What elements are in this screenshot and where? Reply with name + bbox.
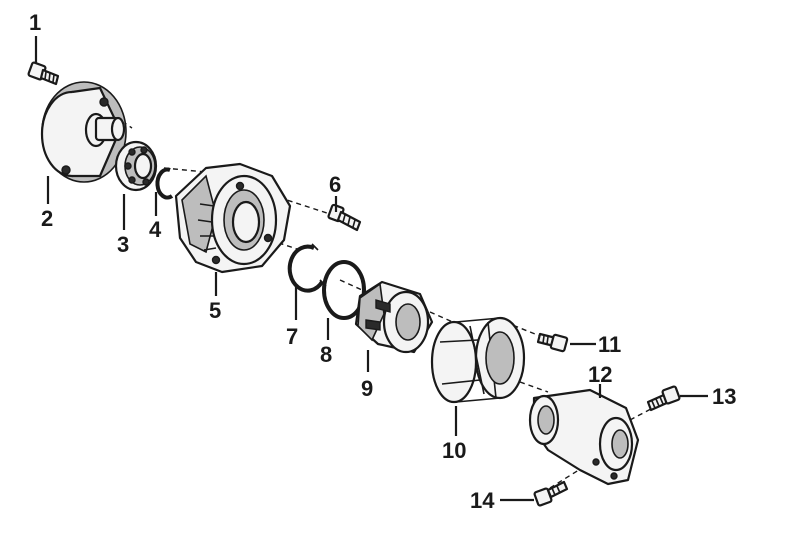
part-5-housing	[174, 162, 292, 274]
part-8-o-ring	[322, 260, 366, 320]
callout-5: 5	[209, 298, 221, 323]
part-6-screw	[327, 203, 362, 232]
part-1-screw	[27, 61, 60, 86]
callout-4: 4	[149, 217, 162, 242]
part-4-snap-ring	[155, 167, 174, 200]
part-14-screw	[533, 480, 569, 507]
callout-11: 11	[598, 332, 621, 357]
callout-9: 9	[361, 376, 373, 401]
part-12-end-housing	[528, 388, 640, 486]
part-10-cage	[430, 316, 526, 404]
part-2-end-cap	[40, 81, 127, 183]
callout-7: 7	[286, 324, 298, 349]
callout-13: 13	[712, 384, 736, 409]
callout-1: 1	[29, 10, 41, 35]
callout-12: 12	[588, 362, 612, 387]
callout-2: 2	[41, 206, 53, 231]
leader-lines	[34, 36, 708, 502]
callout-14: 14	[470, 488, 495, 513]
callout-10: 10	[442, 438, 466, 463]
callout-8: 8	[320, 342, 332, 367]
callout-labels: 1 2 3 4 5 6 7 8 9 10 11 12 13 14	[29, 10, 736, 513]
callout-6: 6	[329, 172, 341, 197]
part-13-screw	[646, 385, 681, 412]
part-9-stator	[354, 280, 434, 354]
part-3-bearing	[114, 140, 158, 192]
callout-3: 3	[117, 232, 129, 257]
part-7-retaining-ring	[287, 243, 327, 293]
part-11-screw	[536, 332, 569, 353]
